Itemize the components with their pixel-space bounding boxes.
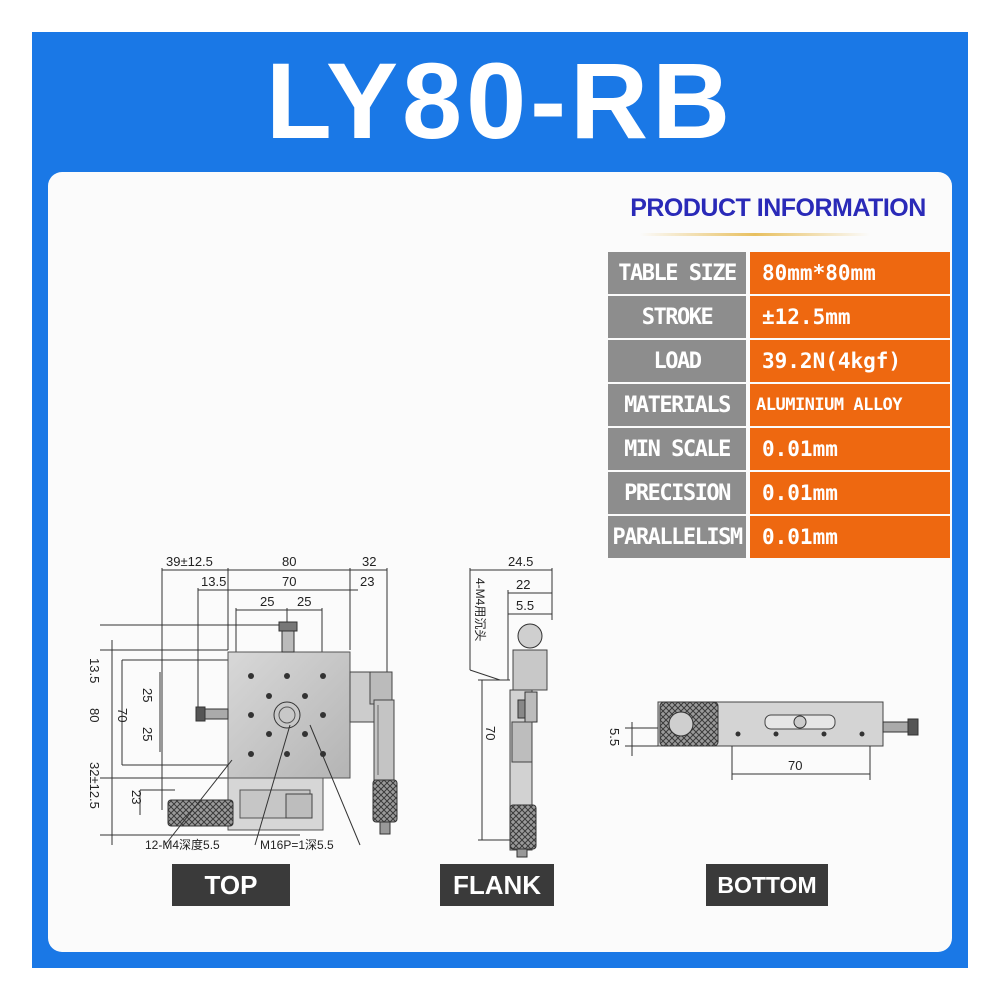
spec-label: TABLE SIZE — [608, 252, 746, 294]
spec-value: 0.01mm — [750, 428, 950, 470]
dim-label: 70 — [483, 726, 498, 740]
thread-note: 4-M4用沉头 — [473, 578, 487, 641]
spec-row-load: LOAD 39.2N(4kgf) — [608, 340, 950, 382]
flank-view — [469, 568, 553, 858]
dim-label: 70 — [115, 708, 130, 722]
product-info-heading: PRODUCT INFORMATION — [630, 194, 926, 222]
dim-label: 32±12.5 — [87, 762, 102, 809]
thread-note: M16P=1深5.5 — [260, 838, 334, 852]
dim-label: 5.5 — [607, 728, 622, 746]
dim-label: 25 — [260, 594, 274, 609]
heading-underline — [640, 233, 870, 236]
top-view-dimensions: 39±12.5 80 32 13.5 70 23 25 25 13.5 80 7… — [87, 554, 376, 852]
spec-label: PRECISION — [608, 472, 746, 514]
top-view — [100, 568, 398, 846]
spec-label: STROKE — [608, 296, 746, 338]
view-label-flank: FLANK — [440, 864, 554, 906]
spec-table: TABLE SIZE 80mm*80mm STROKE ±12.5mm LOAD… — [608, 252, 950, 560]
spec-row-table-size: TABLE SIZE 80mm*80mm — [608, 252, 950, 294]
dim-label: 23 — [129, 790, 144, 804]
bottom-view — [625, 701, 919, 780]
spec-row-parallelism: PARALLELISM 0.01mm — [608, 516, 950, 558]
spec-row-min-scale: MIN SCALE 0.01mm — [608, 428, 950, 470]
dim-label: 80 — [87, 708, 102, 722]
bottom-view-dimensions: 5.5 70 — [607, 728, 802, 773]
dim-label: 13.5 — [87, 658, 102, 683]
dim-label: 80 — [282, 554, 296, 569]
dim-label: 13.5 — [201, 574, 226, 589]
spec-value: ALUMINIUM ALLOY — [750, 384, 950, 426]
spec-value: ±12.5mm — [750, 296, 950, 338]
thread-note: 12-M4深度5.5 — [145, 837, 220, 852]
view-label-bottom: BOTTOM — [706, 864, 828, 906]
dim-label: 39±12.5 — [166, 554, 213, 569]
dim-label: 25 — [140, 688, 155, 702]
spec-row-materials: MATERIALS ALUMINIUM ALLOY — [608, 384, 950, 426]
spec-value: 39.2N(4kgf) — [750, 340, 950, 382]
product-title: LY80-RB — [265, 40, 735, 161]
dim-label: 70 — [282, 574, 296, 589]
dim-label: 22 — [516, 577, 530, 592]
spec-row-stroke: STROKE ±12.5mm — [608, 296, 950, 338]
spec-value: 0.01mm — [750, 472, 950, 514]
view-label-top: TOP — [172, 864, 290, 906]
spec-label: PARALLELISM — [608, 516, 746, 558]
dim-label: 25 — [140, 727, 155, 741]
dim-label: 32 — [362, 554, 376, 569]
dim-label: 23 — [360, 574, 374, 589]
spec-label: LOAD — [608, 340, 746, 382]
flank-view-dimensions: 24.5 22 5.5 4-M4用沉头 70 — [473, 554, 534, 740]
dim-label: 24.5 — [508, 554, 533, 569]
dim-label: 5.5 — [516, 598, 534, 613]
spec-label: MIN SCALE — [608, 428, 746, 470]
spec-value: 0.01mm — [750, 516, 950, 558]
dim-label: 25 — [297, 594, 311, 609]
spec-row-precision: PRECISION 0.01mm — [608, 472, 950, 514]
spec-value: 80mm*80mm — [750, 252, 950, 294]
spec-label: MATERIALS — [608, 384, 746, 426]
dim-label: 70 — [788, 758, 802, 773]
